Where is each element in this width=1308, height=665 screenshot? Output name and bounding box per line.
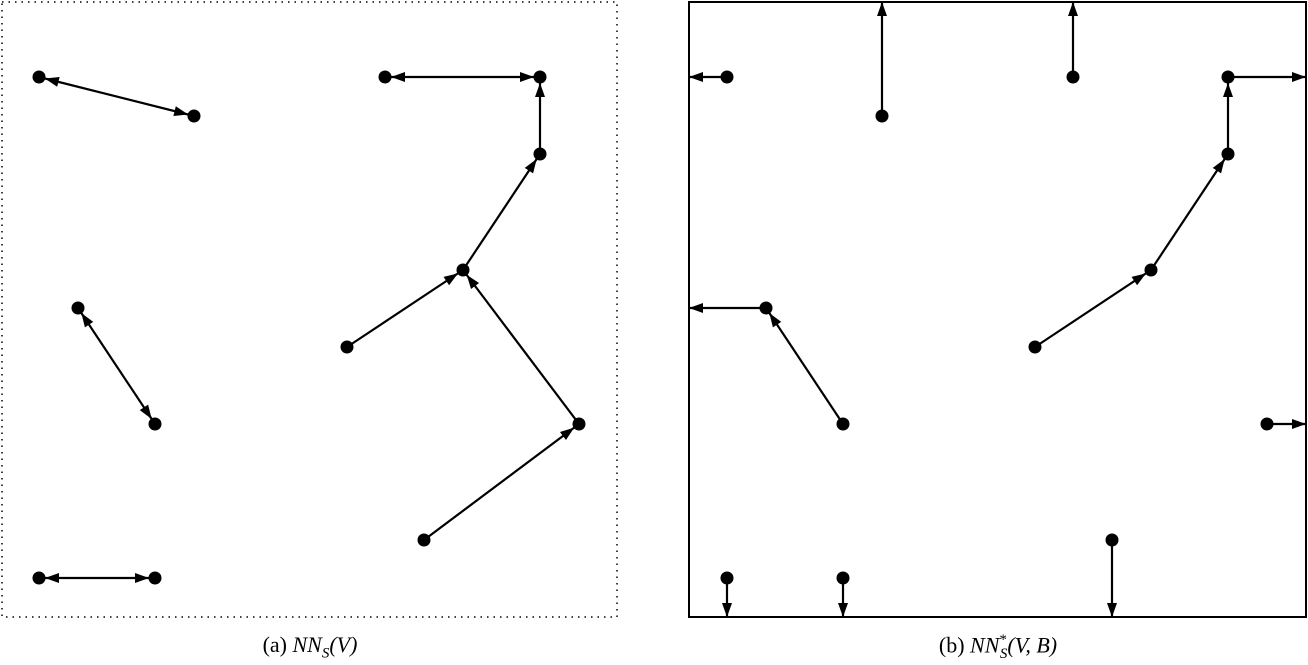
edge-I-H: [423, 423, 580, 541]
vertex-b-C: [1066, 70, 1080, 84]
vertex-a-J: [71, 301, 85, 315]
edge-F-E: [1150, 153, 1229, 271]
arrowhead: [1212, 158, 1225, 174]
vertex-a-M: [148, 571, 162, 585]
edge-K-J: [765, 307, 844, 425]
vertex-a-A: [32, 70, 46, 84]
arrowhead: [689, 72, 703, 82]
edge-A-B: [38, 75, 195, 118]
panel-b-border: [688, 1, 1307, 618]
arrowhead: [135, 573, 149, 583]
vertex-b-K: [836, 417, 850, 431]
arrowhead: [1292, 419, 1306, 429]
vertex-a-B: [187, 109, 201, 123]
vertex-a-D: [533, 70, 547, 84]
vertex-b-B: [875, 109, 889, 123]
arrowhead: [139, 404, 152, 420]
arrowhead: [44, 77, 60, 87]
vertex-a-H: [572, 417, 586, 431]
arrowhead: [1131, 273, 1147, 286]
arrowhead: [466, 274, 480, 289]
arrowhead: [722, 603, 732, 617]
vertex-a-I: [417, 533, 431, 547]
edge-J-K: [77, 307, 156, 425]
arrowhead: [520, 72, 534, 82]
edge-G-F: [1034, 269, 1152, 348]
arrowhead: [443, 273, 459, 286]
arrowhead: [769, 312, 782, 328]
panel-a-border: [1, 1, 618, 618]
arrowhead: [535, 83, 545, 97]
arrowhead: [173, 106, 189, 116]
vertex-b-H: [1260, 417, 1274, 431]
vertex-a-K: [148, 417, 162, 431]
vertex-b-I: [1105, 533, 1119, 547]
vertex-b-D: [1221, 70, 1235, 84]
caption-a: (a) NNS(V): [262, 632, 358, 662]
arrowhead: [1223, 83, 1233, 97]
vertex-a-L: [32, 571, 46, 585]
edge-G-F: [346, 269, 464, 348]
arrowhead: [45, 573, 59, 583]
edge-H-F: [462, 269, 580, 425]
edge-F-E: [462, 153, 541, 271]
vertex-a-E: [533, 147, 547, 161]
vertex-b-A: [720, 70, 734, 84]
vertex-a-C: [378, 70, 392, 84]
caption-b: (b) NN*S(V, B): [938, 632, 1058, 662]
arrowhead: [838, 603, 848, 617]
arrowhead: [1292, 72, 1306, 82]
arrowhead: [559, 427, 575, 440]
arrowhead: [689, 303, 703, 313]
vertex-b-G: [1028, 340, 1042, 354]
vertex-a-F: [456, 263, 470, 277]
arrowhead: [1107, 603, 1117, 617]
arrowhead: [391, 72, 405, 82]
vertex-b-M: [836, 571, 850, 585]
vertex-a-G: [340, 340, 354, 354]
vertex-b-L: [720, 571, 734, 585]
vertex-b-J: [759, 301, 773, 315]
arrowhead: [81, 312, 94, 328]
vertex-b-E: [1221, 147, 1235, 161]
arrowhead: [1068, 2, 1078, 16]
vertex-b-F: [1144, 263, 1158, 277]
arrowhead: [524, 158, 537, 174]
arrowhead: [877, 2, 887, 16]
